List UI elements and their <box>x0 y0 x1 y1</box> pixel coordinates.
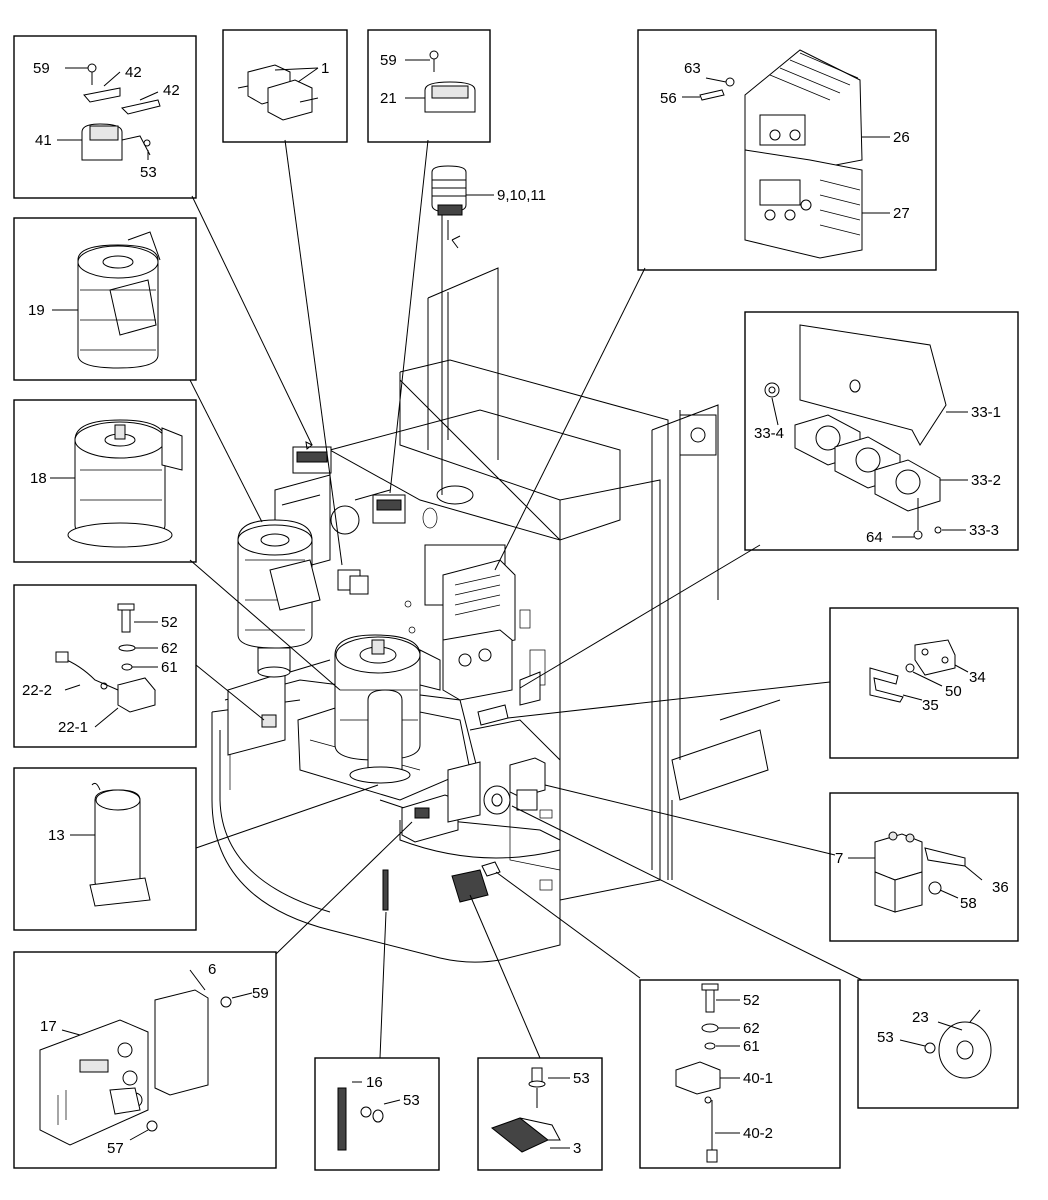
beacon-assembly <box>431 165 467 495</box>
callout-62: 62 <box>161 640 178 657</box>
callout-40-1: 40-1 <box>743 1070 773 1087</box>
panel-26-27-controllers: 63 56 26 27 <box>637 29 937 271</box>
callout-23: 23 <box>912 1009 929 1026</box>
panel-40-switch: 52 62 61 40-1 40-2 <box>639 979 841 1169</box>
callout-53-horn: 53 <box>877 1029 894 1046</box>
callout-40-2: 40-2 <box>743 1125 773 1142</box>
callout-53-fuse: 53 <box>403 1092 420 1109</box>
callout-7: 7 <box>835 850 843 867</box>
callout-58: 58 <box>960 895 977 912</box>
callout-53-pedal: 53 <box>573 1070 590 1087</box>
panel-16-fuse: 16 53 <box>314 1057 440 1171</box>
panel-3-pedal: 53 3 <box>477 1057 603 1171</box>
callout-35: 35 <box>922 697 939 714</box>
callout-41: 41 <box>35 132 52 149</box>
panel-21-contactor: 59 21 <box>367 29 491 143</box>
callout-61-b: 61 <box>743 1038 760 1055</box>
panel-1-relays: 1 <box>222 29 348 143</box>
callout-33-3: 33-3 <box>969 522 999 539</box>
callout-59-b: 59 <box>380 52 397 69</box>
callout-61: 61 <box>161 659 178 676</box>
callout-22-1: 22-1 <box>58 719 88 736</box>
callout-17: 17 <box>40 1018 57 1035</box>
callout-3: 3 <box>573 1140 581 1157</box>
callout-59: 59 <box>33 60 50 77</box>
callout-18: 18 <box>30 470 47 487</box>
callout-13: 13 <box>48 827 65 844</box>
callout-1: 1 <box>321 60 329 77</box>
callout-27: 27 <box>893 205 910 222</box>
panel-17-controller: 6 59 17 57 <box>13 951 277 1169</box>
callout-33-2: 33-2 <box>971 472 1001 489</box>
callout-56: 56 <box>660 90 677 107</box>
callout-59-c: 59 <box>252 985 269 1002</box>
callout-26: 26 <box>893 129 910 146</box>
callout-22-2: 22-2 <box>22 682 52 699</box>
panel-22-switch: 52 62 61 22-2 22-1 <box>13 584 197 748</box>
panel-23-horn: 23 53 <box>857 979 1019 1109</box>
callout-16: 16 <box>366 1074 383 1091</box>
callout-42: 42 <box>125 64 142 81</box>
callout-36: 36 <box>992 879 1009 896</box>
callout-34: 34 <box>969 669 986 686</box>
panel-18-motor: 18 <box>13 399 197 563</box>
leader-lines <box>189 139 863 1059</box>
panel-33-fans: 33-1 33-4 33-2 33-3 64 <box>744 311 1019 551</box>
callout-63: 63 <box>684 60 701 77</box>
chassis-components <box>237 446 546 911</box>
panel-13-pump: 13 <box>13 767 197 931</box>
callout-53: 53 <box>140 164 157 181</box>
callout-33-1: 33-1 <box>971 404 1001 421</box>
callout-33-4: 33-4 <box>754 425 784 442</box>
callout-52-b: 52 <box>743 992 760 1009</box>
callout-6: 6 <box>208 961 216 978</box>
callout-42-b: 42 <box>163 82 180 99</box>
panel-7-solenoid: 7 36 58 <box>829 792 1019 942</box>
callout-50: 50 <box>945 683 962 700</box>
callout-52: 52 <box>161 614 178 631</box>
callout-19: 19 <box>28 302 45 319</box>
panel-41-contactor: 59 42 42 41 53 <box>13 35 197 199</box>
callout-9-10-11: 9,10,11 <box>497 187 546 204</box>
panel-19-motor: 19 <box>13 217 197 381</box>
callout-62-b: 62 <box>743 1020 760 1037</box>
callout-57: 57 <box>107 1140 124 1157</box>
callout-64: 64 <box>866 529 883 546</box>
label-beacon: 9,10,11 <box>466 187 546 204</box>
callout-21: 21 <box>380 90 397 107</box>
panel-34-35-50: 34 50 35 <box>829 607 1019 759</box>
